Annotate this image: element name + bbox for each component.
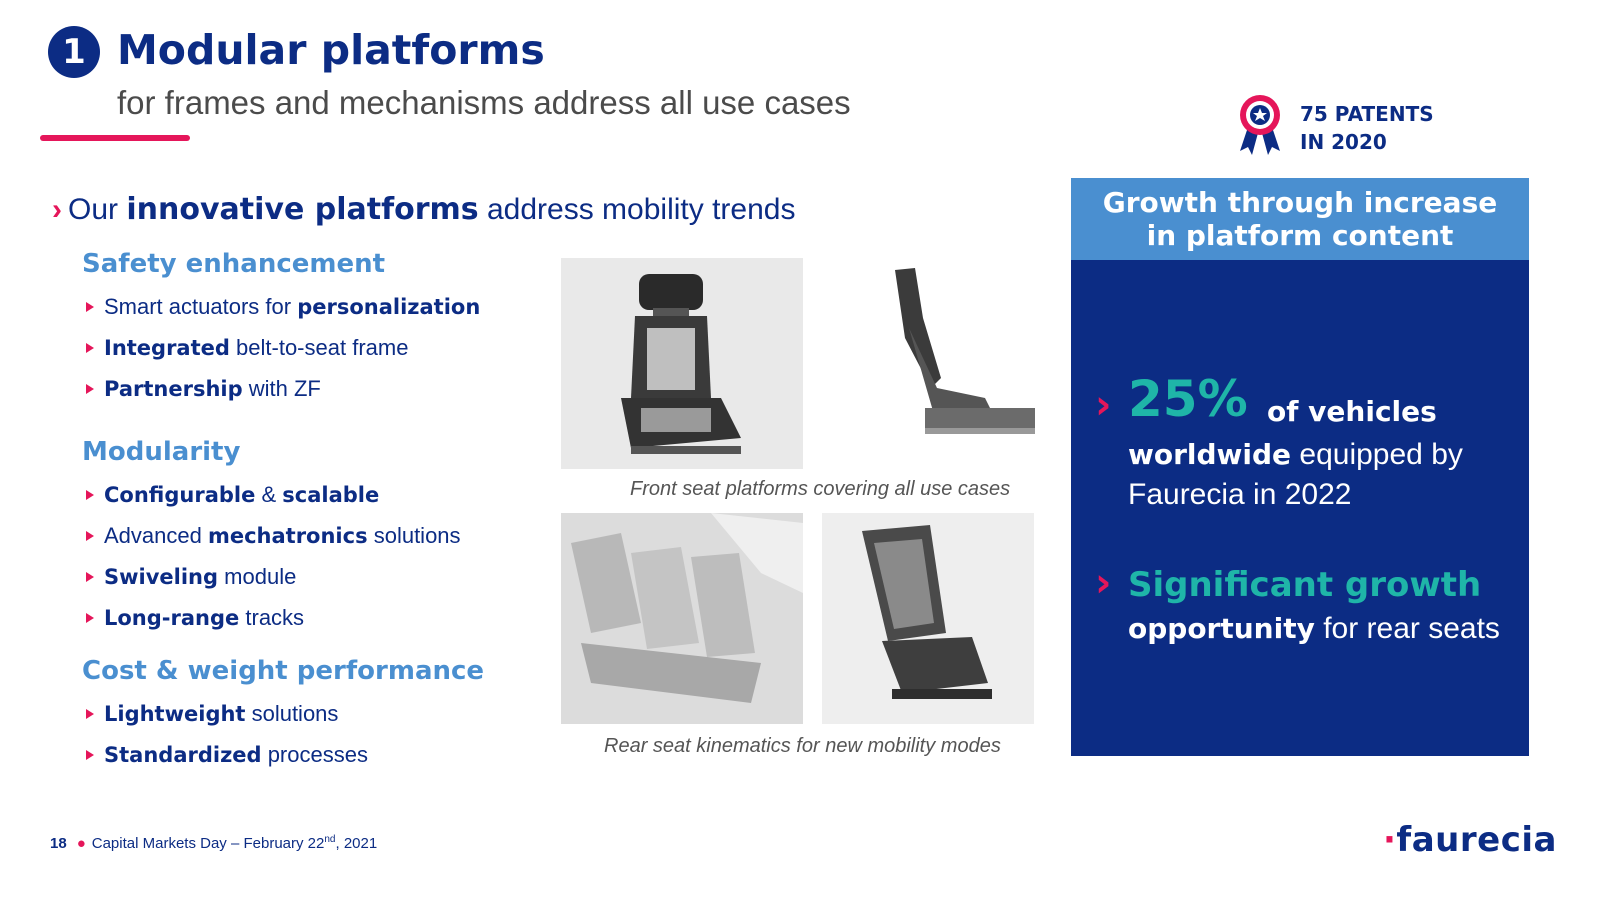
- bullet-bold: Integrated: [104, 336, 230, 360]
- stat-bold: opportunity: [1128, 612, 1315, 645]
- bullet-text: Smart actuators for: [104, 294, 298, 319]
- intro-statement: ›Our innovative platforms address mobili…: [52, 192, 795, 227]
- section-heading-safety: Safety enhancement: [82, 249, 386, 279]
- footer: 18 ● Capital Markets Day – February 22nd, …: [50, 834, 377, 852]
- footer-text: Capital Markets Day – February 22: [91, 835, 325, 852]
- bullet-dot-icon: ●: [76, 835, 86, 852]
- seat-image: [621, 274, 741, 454]
- bullet-bold: Lightweight: [104, 702, 246, 726]
- bullet-item: Swiveling module: [86, 564, 296, 590]
- stat-growth-line2: opportunity for rear seats: [1128, 612, 1500, 646]
- page-subtitle: for frames and mechanisms address all us…: [117, 84, 851, 121]
- stat-text: equipped by: [1291, 438, 1463, 471]
- bullet-triangle-icon: [86, 384, 94, 394]
- front-seat-photo-2: [845, 258, 1045, 469]
- bullet-triangle-icon: [86, 490, 94, 500]
- patents-line2: IN 2020: [1300, 130, 1387, 154]
- bullet-bold: personalization: [297, 295, 481, 319]
- bullet-text: &: [255, 482, 283, 507]
- page-number: 18: [50, 835, 67, 852]
- bullet-bold: Standardized: [104, 743, 262, 767]
- bullet-text: solutions: [245, 701, 339, 726]
- footer-text-end: , 2021: [335, 835, 378, 852]
- bullet-text: tracks: [239, 605, 305, 630]
- panel-heading: Growth through increase in platform cont…: [1071, 178, 1529, 260]
- logo-mark-icon: ·: [1383, 820, 1397, 860]
- bullet-text: processes: [261, 742, 368, 767]
- bullet-triangle-icon: [86, 343, 94, 353]
- chevron-right-icon: ›: [52, 193, 62, 226]
- faurecia-logo: ·faurecia: [1383, 820, 1557, 860]
- bullet-text: belt-to-seat frame: [229, 335, 409, 360]
- bullet-item: Configurable & scalable: [86, 482, 379, 508]
- bullet-bold: scalable: [282, 483, 380, 507]
- patents-callout: 75 PATENTS IN 2020: [1300, 100, 1434, 156]
- bullet-bold: mechatronics: [207, 524, 368, 548]
- bullet-triangle-icon: [86, 709, 94, 719]
- chevron-right-icon: ›: [1095, 560, 1112, 606]
- bullet-triangle-icon: [86, 572, 94, 582]
- bullet-bold: Partnership: [104, 377, 243, 401]
- panel-heading-line1: Growth through increase: [1102, 186, 1498, 219]
- stat-vehicles-line3: Faurecia in 2022: [1128, 478, 1352, 511]
- stat-vehicles-percent: 25%: [1128, 370, 1248, 428]
- stat-text: for rear seats: [1314, 612, 1500, 645]
- bullet-text: Advanced: [104, 523, 208, 548]
- bullet-item: Integrated belt-to-seat frame: [86, 335, 408, 361]
- bullet-bold: Configurable: [104, 483, 256, 507]
- section-number-badge: 1: [48, 26, 100, 78]
- page-title: Modular platforms: [117, 26, 545, 74]
- stat-vehicles-line2: worldwide equipped by: [1128, 438, 1463, 472]
- bullet-text: with ZF: [242, 376, 321, 401]
- rear-seat-photo-2: [822, 513, 1034, 724]
- panel-heading-line2: in platform content: [1146, 219, 1454, 252]
- stat-growth-heading: Significant growth: [1128, 565, 1482, 605]
- growth-panel: › 25% of vehicles worldwide equipped by …: [1071, 260, 1529, 756]
- award-ribbon-icon: [1240, 95, 1280, 155]
- front-seat-caption: Front seat platforms covering all use ca…: [630, 478, 1011, 500]
- bullet-triangle-icon: [86, 750, 94, 760]
- bullet-item: Standardized processes: [86, 742, 368, 768]
- rear-seat-caption: Rear seat kinematics for new mobility mo…: [604, 735, 1001, 757]
- chevron-right-icon: ›: [1095, 382, 1112, 428]
- bullet-triangle-icon: [86, 302, 94, 312]
- bullet-triangle-icon: [86, 613, 94, 623]
- stat-vehicles-label: of vehicles: [1267, 395, 1437, 428]
- intro-pre: Our: [68, 193, 127, 226]
- bullet-item: Long-range tracks: [86, 605, 304, 631]
- logo-text: faurecia: [1396, 820, 1557, 860]
- intro-bold: innovative platforms: [126, 192, 479, 227]
- patents-line1: 75 PATENTS: [1300, 102, 1434, 126]
- bullet-bold: Swiveling: [104, 565, 219, 589]
- bullet-item: Smart actuators for personalization: [86, 294, 480, 320]
- intro-post: address mobility trends: [478, 193, 796, 226]
- bullet-item: Advanced mechatronics solutions: [86, 523, 461, 549]
- rear-seat-photo-1: [561, 513, 803, 724]
- seat-frame-image: [895, 268, 1035, 434]
- bullet-text: solutions: [367, 523, 461, 548]
- footer-superscript: nd: [324, 834, 336, 845]
- bullet-text: module: [218, 564, 297, 589]
- section-heading-modularity: Modularity: [82, 437, 241, 467]
- front-seat-photo-1: [561, 258, 803, 469]
- title-underline: [40, 135, 190, 141]
- section-heading-cost-weight: Cost & weight performance: [82, 656, 485, 686]
- stat-bold: worldwide: [1128, 438, 1292, 471]
- bullet-item: Partnership with ZF: [86, 376, 321, 402]
- rear-seat-frame-image: [862, 525, 992, 699]
- bullet-triangle-icon: [86, 531, 94, 541]
- bullet-bold: Long-range: [104, 606, 240, 630]
- rear-seat-image: [561, 513, 803, 724]
- bullet-item: Lightweight solutions: [86, 701, 338, 727]
